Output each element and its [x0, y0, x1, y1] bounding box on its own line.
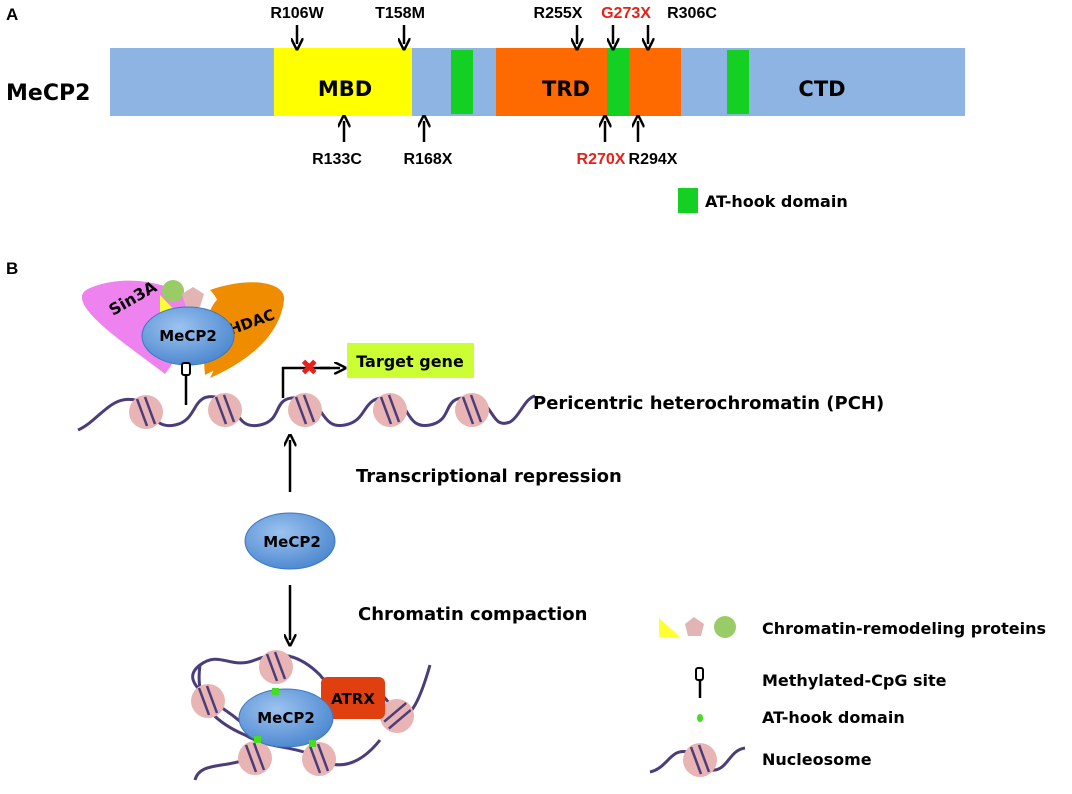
nucleosome-c2 [189, 682, 227, 720]
blocked-x-icon: ✖ [300, 356, 318, 381]
nucleosome-5 [453, 391, 491, 429]
legend-nucleosome-label: Nucleosome [762, 750, 872, 769]
at-hook-legend-label: AT-hook domain [705, 192, 848, 211]
ctd-label: CTD [798, 77, 845, 101]
hdac-shape [210, 282, 285, 378]
atrx-box [321, 677, 385, 719]
pch-label: Pericentric heterochromatin (PCH) [533, 393, 884, 414]
legend-remodeling-label: Chromatin-remodeling proteins [762, 619, 1046, 638]
nucleosome-c3 [236, 739, 274, 777]
mutation-top-R255X: R255X [534, 5, 583, 44]
transcriptional-repression-label: Transcriptional repression [356, 466, 622, 487]
mutation-bottom-R133C: R133C [312, 121, 362, 168]
svg-text:R270X: R270X [577, 151, 626, 168]
target-gene-label: Target gene [356, 352, 464, 371]
chromatin-compaction-label: Chromatin compaction [358, 604, 587, 625]
svg-text:R168X: R168X [404, 151, 453, 168]
at-hook-domain-1 [451, 50, 473, 114]
transcription-start-arrow [281, 368, 340, 398]
at-hook-dot-2 [254, 736, 261, 743]
nucleosome-1 [127, 393, 165, 431]
legend-methyl-cpg-icon [695, 667, 704, 698]
legend-nucleosome-icon [649, 741, 746, 779]
at-hook-domain-2 [607, 48, 629, 116]
at-hook-dot-3 [309, 740, 316, 747]
svg-text:G273X: G273X [601, 5, 651, 22]
mutation-bottom-R168X: R168X [404, 121, 453, 168]
mutation-top-R306C: R306C [648, 5, 717, 44]
at-hook-domain-3 [727, 50, 749, 114]
panel-b-label: B [6, 259, 18, 278]
legend-remodeling-icon [659, 616, 736, 638]
svg-text:R106W: R106W [270, 5, 324, 22]
trd-domain [496, 48, 681, 116]
legend-at-hook-icon [697, 714, 703, 722]
mutation-top-R106W: R106W [270, 5, 325, 44]
svg-text:R294X: R294X [629, 151, 678, 168]
legend-at-hook-label: AT-hook domain [762, 708, 905, 727]
legend-methyl-cpg-label: Methylated-CpG site [762, 671, 947, 690]
mutation-top-G273X: G273X [601, 5, 651, 44]
mecp2-free-label: MeCP2 [263, 533, 321, 551]
target-gene-box [347, 343, 474, 378]
mecp2-bound-label: MeCP2 [159, 327, 217, 345]
mecp2-free [244, 512, 336, 570]
pink-pentagon [182, 287, 204, 307]
mbd-domain [274, 48, 412, 116]
at-hook-legend-swatch [678, 188, 698, 213]
at-hook-dot-1 [272, 688, 279, 695]
green-circle [162, 280, 184, 302]
nucleosome-4 [371, 391, 409, 429]
atrx-label: ATRX [331, 690, 375, 708]
mutation-bottom-R270X: R270X [577, 121, 626, 168]
trd-label: TRD [542, 77, 590, 101]
nucleosome-2 [206, 391, 244, 429]
nucleosome-3 [286, 391, 324, 429]
nucleosome-c4 [300, 740, 338, 778]
repressor-complex: Sin3A HDAC MeCP2 [81, 277, 285, 378]
mbd-label: MBD [318, 77, 372, 101]
protein-name: MeCP2 [6, 81, 90, 106]
nucleosome-c1 [257, 648, 295, 686]
svg-text:T158M: T158M [375, 5, 425, 22]
svg-text:R306C: R306C [667, 5, 717, 22]
svg-text:R133C: R133C [312, 151, 362, 168]
mecp2-compact-label: MeCP2 [257, 709, 315, 727]
methyl-cpg-site [181, 362, 191, 405]
mecp2-compact [238, 688, 334, 748]
mutation-top-T158M: T158M [375, 5, 425, 44]
svg-text:R255X: R255X [534, 5, 583, 22]
mutation-bottom-R294X: R294X [629, 121, 678, 168]
panel-a-label: A [6, 5, 18, 24]
